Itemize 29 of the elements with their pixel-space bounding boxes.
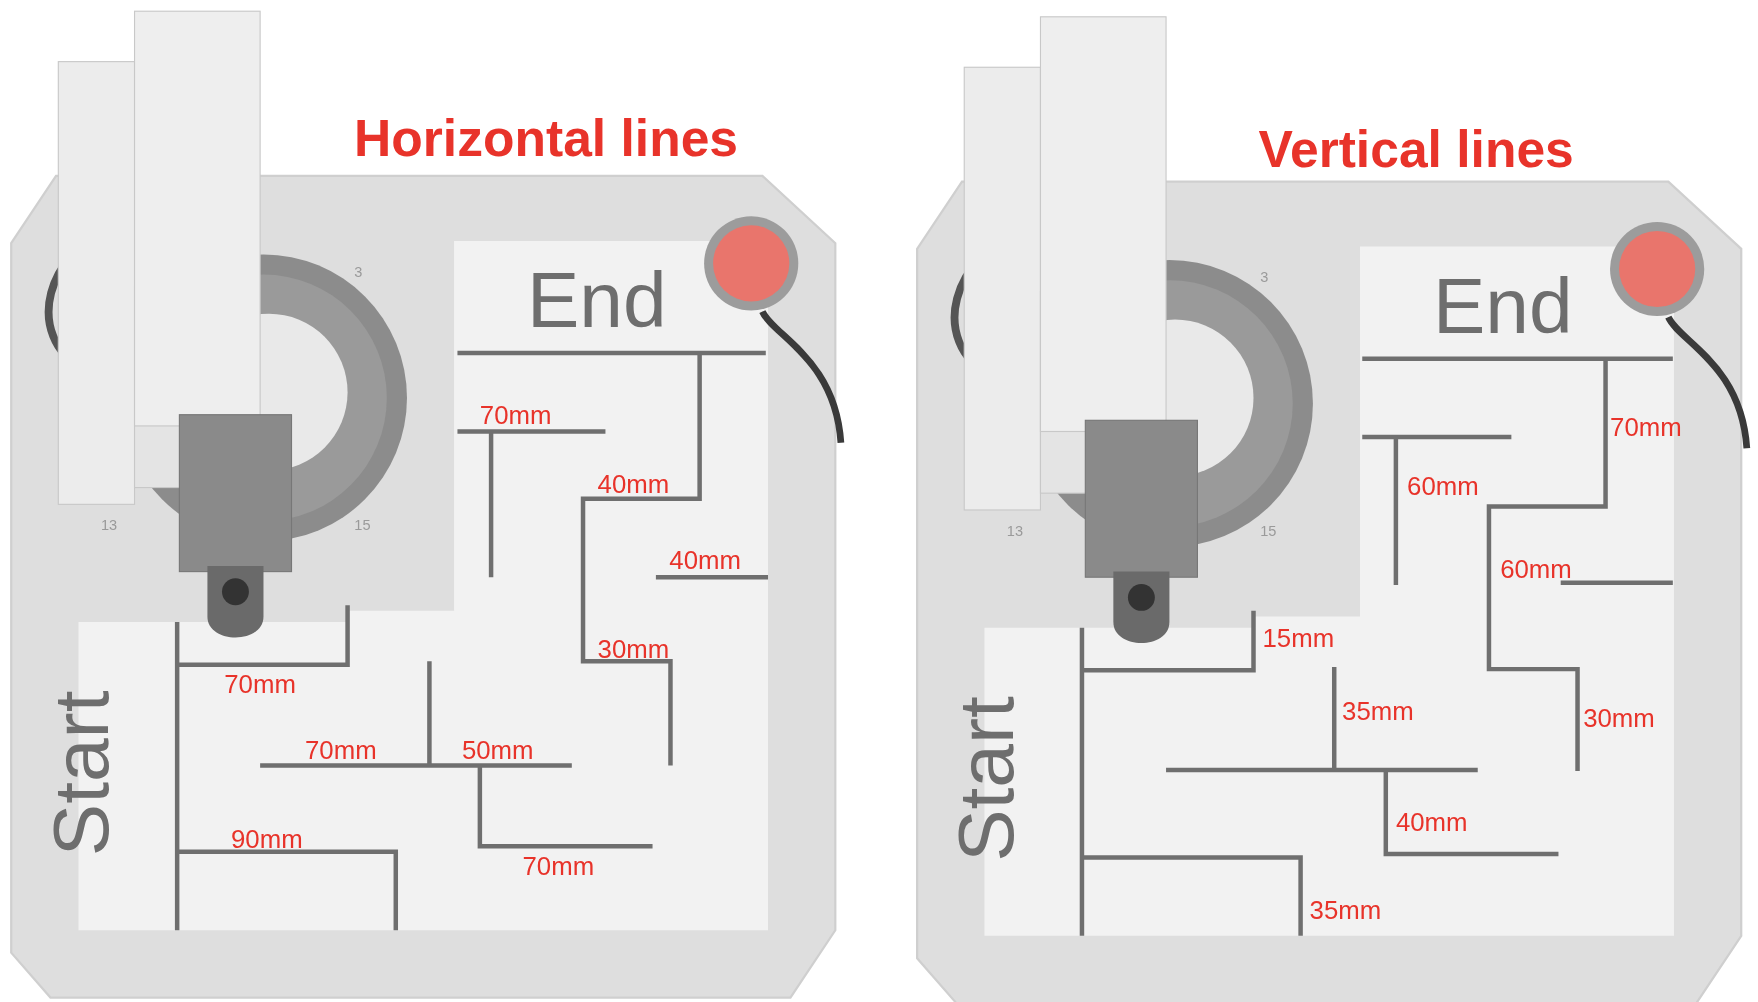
dimension-label: 60mm [1407,474,1479,500]
dimension-label: 70mm [224,671,296,698]
start-label: Start [947,696,1026,862]
dimension-label: 35mm [1309,897,1382,924]
start-label: Start [41,690,120,857]
dimension-label: 70mm [479,402,552,429]
dimension-label: 90mm [230,827,303,853]
dimension-label: 40mm [669,548,741,574]
ring-number: 15 [1260,523,1277,538]
dimension-label: 35mm [1342,698,1414,725]
dimension-label: 70mm [522,854,595,880]
dimension-label: 70mm [1610,414,1682,441]
end-label: End [526,261,667,340]
dimension-label: 40mm [597,471,670,498]
ring-number: 3 [354,264,363,280]
dimension-label: 50mm [461,737,534,764]
end-label: End [1432,266,1573,346]
dimension-label: 30mm [597,636,670,663]
dimension-label: 30mm [1583,706,1655,732]
panel-heading: Vertical lines [1258,118,1574,180]
ring-number: 15 [354,517,371,533]
dimension-label: 60mm [1500,557,1572,583]
dimension-label: 40mm [1395,809,1468,835]
ring-number: 3 [1260,270,1269,285]
ring-number: 13 [1006,523,1024,538]
ring-number: 13 [100,517,118,533]
dimension-label: 70mm [304,737,377,764]
dimension-label: 15mm [1262,625,1335,652]
panel-heading: Horizontal lines [354,107,738,169]
